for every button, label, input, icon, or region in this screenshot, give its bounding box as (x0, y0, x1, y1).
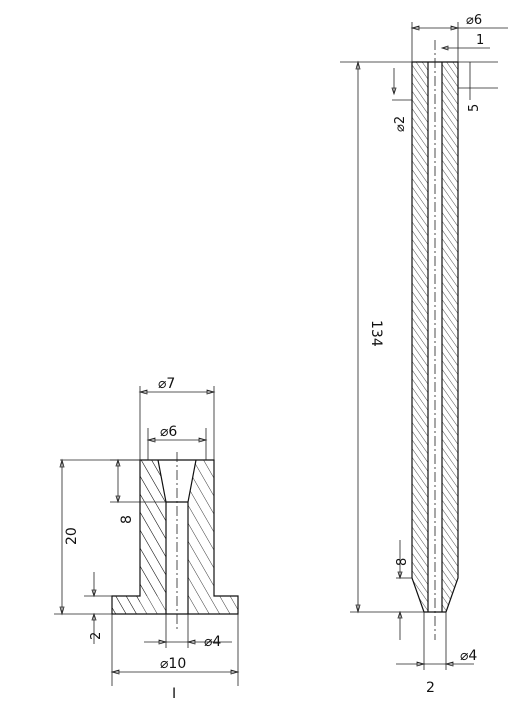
part1-dim-h8: 8 (119, 515, 135, 524)
part1-dim-h20: 20 (64, 527, 80, 545)
part2-dim-d6: ⌀6 (466, 13, 482, 28)
part2-dim-wall: 1 (476, 33, 484, 48)
part2-caption: 2 (426, 680, 435, 696)
part1-dim-d7: ⌀7 (158, 376, 175, 392)
part1-caption: I (172, 686, 176, 702)
part2-left-wall (412, 62, 428, 612)
part2-dim-d4: ⌀4 (460, 648, 477, 664)
part2-dim-tip: 8 (395, 558, 410, 566)
part1-dim-d10: ⌀10 (160, 656, 186, 672)
part2-dim-length: 134 (368, 320, 384, 347)
part1-dim-h2: 2 (89, 632, 104, 640)
part1-dim-d6: ⌀6 (160, 424, 177, 440)
part1-dim-d4: ⌀4 (204, 634, 221, 650)
part-2: ⌀6 1 5 ⌀2 134 8 ⌀4 2 (340, 13, 508, 696)
part2-dim-d2: ⌀2 (393, 116, 408, 132)
part2-right-wall (442, 62, 458, 612)
part2-note: 5 (467, 104, 482, 112)
part-1: ⌀7 ⌀6 20 8 2 ⌀4 ⌀10 (54, 376, 240, 702)
part1-outline (111, 459, 239, 615)
